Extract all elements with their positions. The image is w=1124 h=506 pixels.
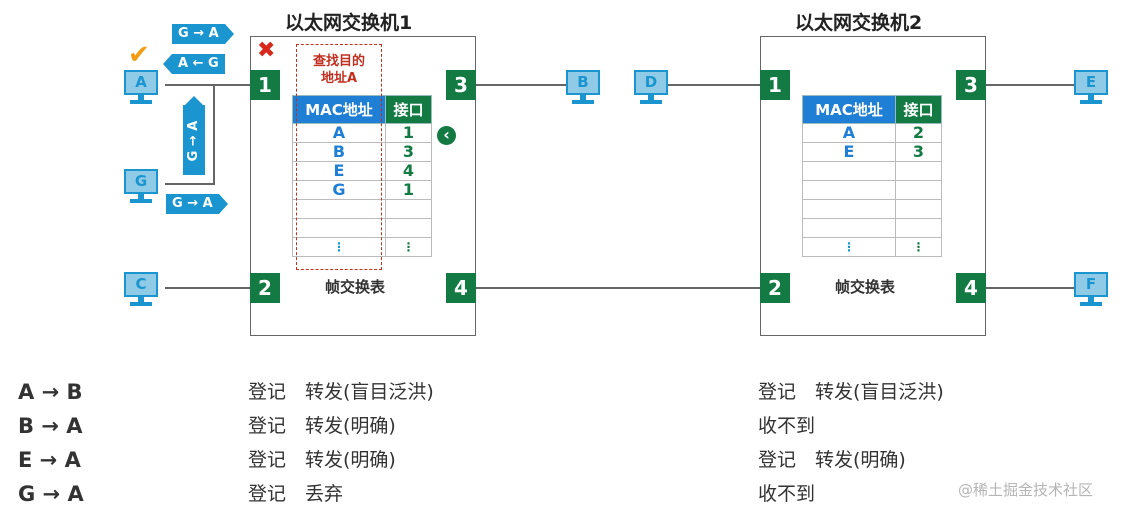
arrow-left-icon — [163, 54, 172, 74]
table-row — [802, 218, 942, 238]
frame-g-to-a-top: G → A — [172, 24, 234, 44]
frame-g-to-a-vertical: G → A — [183, 96, 205, 176]
table-row: ⋮⋮ — [802, 237, 942, 257]
host-c[interactable]: C — [124, 272, 158, 308]
port-cell: 1 — [385, 180, 432, 200]
switch2-result-g-a: 收不到 — [758, 483, 816, 505]
switch1-table-label: 帧交换表 — [325, 278, 386, 296]
switch1-result-g-a: 登记 丢弃 — [248, 483, 344, 505]
frame-label: G → A — [172, 24, 225, 44]
computer-icon: G — [124, 169, 158, 194]
scenario-label-b-a: B → A — [18, 414, 83, 438]
link-a-sw1p1 — [165, 84, 251, 86]
computer-icon: B — [566, 70, 600, 95]
ellipsis: ⋮ — [895, 237, 942, 257]
switch1-result-e-a: 登记 转发(明确) — [248, 449, 396, 471]
switch1-result-a-b: 登记 转发(盲目泛洪) — [248, 381, 434, 403]
computer-icon: F — [1074, 272, 1108, 297]
link-c-sw1p2 — [165, 287, 251, 289]
table-row: ⋮⋮ — [292, 237, 432, 257]
scenario-label-a-b: A → B — [18, 380, 83, 404]
scenario-label-e-a: E → A — [18, 448, 81, 472]
arrow-right-icon — [224, 24, 234, 44]
mac-cell: A — [802, 123, 896, 143]
switch2-port-1: 1 — [760, 70, 790, 100]
frame-label: G → A — [166, 194, 219, 214]
frame-a-to-g: A ← G — [163, 54, 225, 74]
switch1-title: 以太网交换机1 — [285, 12, 413, 34]
lookup-dest-highlight — [296, 44, 382, 270]
switch2-port-4: 4 — [956, 273, 986, 303]
computer-icon: D — [634, 70, 668, 95]
header-port: 接口 — [895, 95, 942, 124]
host-b[interactable]: B — [566, 70, 600, 106]
frame-label: A ← G — [172, 54, 225, 74]
pointer-left-icon: ‹ — [437, 126, 456, 145]
lookup-dest-label: 查找目的 地址A — [312, 54, 365, 86]
link-sw1p4-sw2p2 — [476, 287, 760, 289]
link-g-vertical — [213, 84, 215, 184]
cross-icon: ✖ — [257, 38, 276, 63]
host-d[interactable]: D — [634, 70, 668, 106]
port-cell: 3 — [385, 142, 432, 162]
frame-label: G → A — [186, 120, 201, 162]
table-row — [802, 180, 942, 200]
host-g[interactable]: G — [124, 169, 158, 205]
port-cell: 1 — [385, 123, 432, 143]
link-d-sw2p1 — [668, 84, 760, 86]
mac-cell: E — [802, 142, 896, 162]
frame-g-to-a-bottom: G → A — [166, 194, 228, 214]
port-cell: 3 — [895, 142, 942, 162]
watermark: @稀土掘金技术社区 — [958, 481, 1094, 499]
port-cell: 2 — [895, 123, 942, 143]
switch2-port-3: 3 — [956, 70, 986, 100]
switch2-result-e-a: 登记 转发(明确) — [758, 449, 906, 471]
header-port: 接口 — [385, 95, 432, 124]
link-sw2p3-e — [986, 84, 1074, 86]
switch2-result-a-b: 登记 转发(盲目泛洪) — [758, 381, 944, 403]
ellipsis: ⋮ — [385, 237, 432, 257]
host-e[interactable]: E — [1074, 70, 1108, 106]
switch2-port-2: 2 — [760, 273, 790, 303]
link-sw1p3-b — [476, 84, 566, 86]
computer-icon: E — [1074, 70, 1108, 95]
arrow-up-icon — [185, 96, 203, 105]
switch1-result-b-a: 登记 转发(明确) — [248, 415, 396, 437]
check-icon: ✔ — [128, 40, 150, 70]
switch1-port-2: 2 — [250, 273, 280, 303]
host-f[interactable]: F — [1074, 272, 1108, 308]
table-row — [802, 161, 942, 181]
port-cell: 4 — [385, 161, 432, 181]
switch2-table-label: 帧交换表 — [835, 278, 896, 296]
ellipsis: ⋮ — [802, 237, 896, 257]
switch2-title: 以太网交换机2 — [795, 12, 923, 34]
table-row — [802, 199, 942, 219]
switch2-result-b-a: 收不到 — [758, 415, 816, 437]
ellipsis: ⋮ — [292, 237, 386, 257]
header-mac: MAC地址 — [802, 95, 896, 124]
mac-cell: G — [292, 180, 386, 200]
computer-icon: C — [124, 272, 158, 297]
computer-icon: A — [124, 70, 158, 95]
switch1-port-3: 3 — [446, 70, 476, 100]
switch1-port-1: 1 — [250, 70, 280, 100]
mac-cell: B — [292, 142, 386, 162]
switch1-port-4: 4 — [446, 273, 476, 303]
host-a[interactable]: A — [124, 70, 158, 106]
scenario-label-g-a: G → A — [18, 482, 84, 506]
link-sw2p4-f — [986, 287, 1074, 289]
arrow-right-icon — [218, 194, 228, 214]
link-g-horizontal — [165, 183, 215, 185]
